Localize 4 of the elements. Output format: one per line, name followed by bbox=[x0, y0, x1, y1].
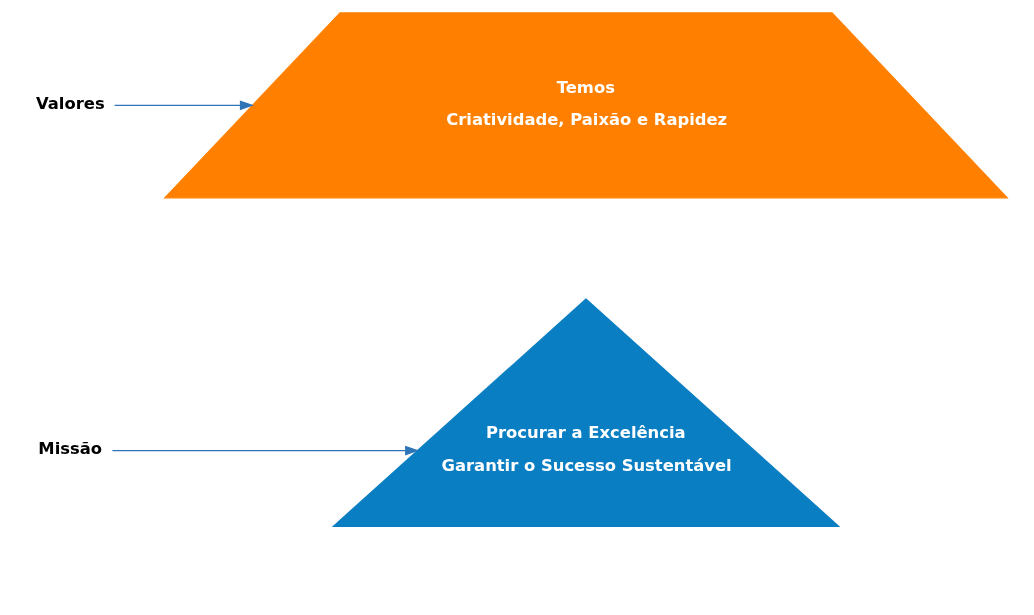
node-text: Valores bbox=[36, 93, 105, 113]
arrow bbox=[114, 100, 254, 111]
node-text: Missão bbox=[38, 438, 103, 458]
arrow bbox=[111, 445, 420, 456]
